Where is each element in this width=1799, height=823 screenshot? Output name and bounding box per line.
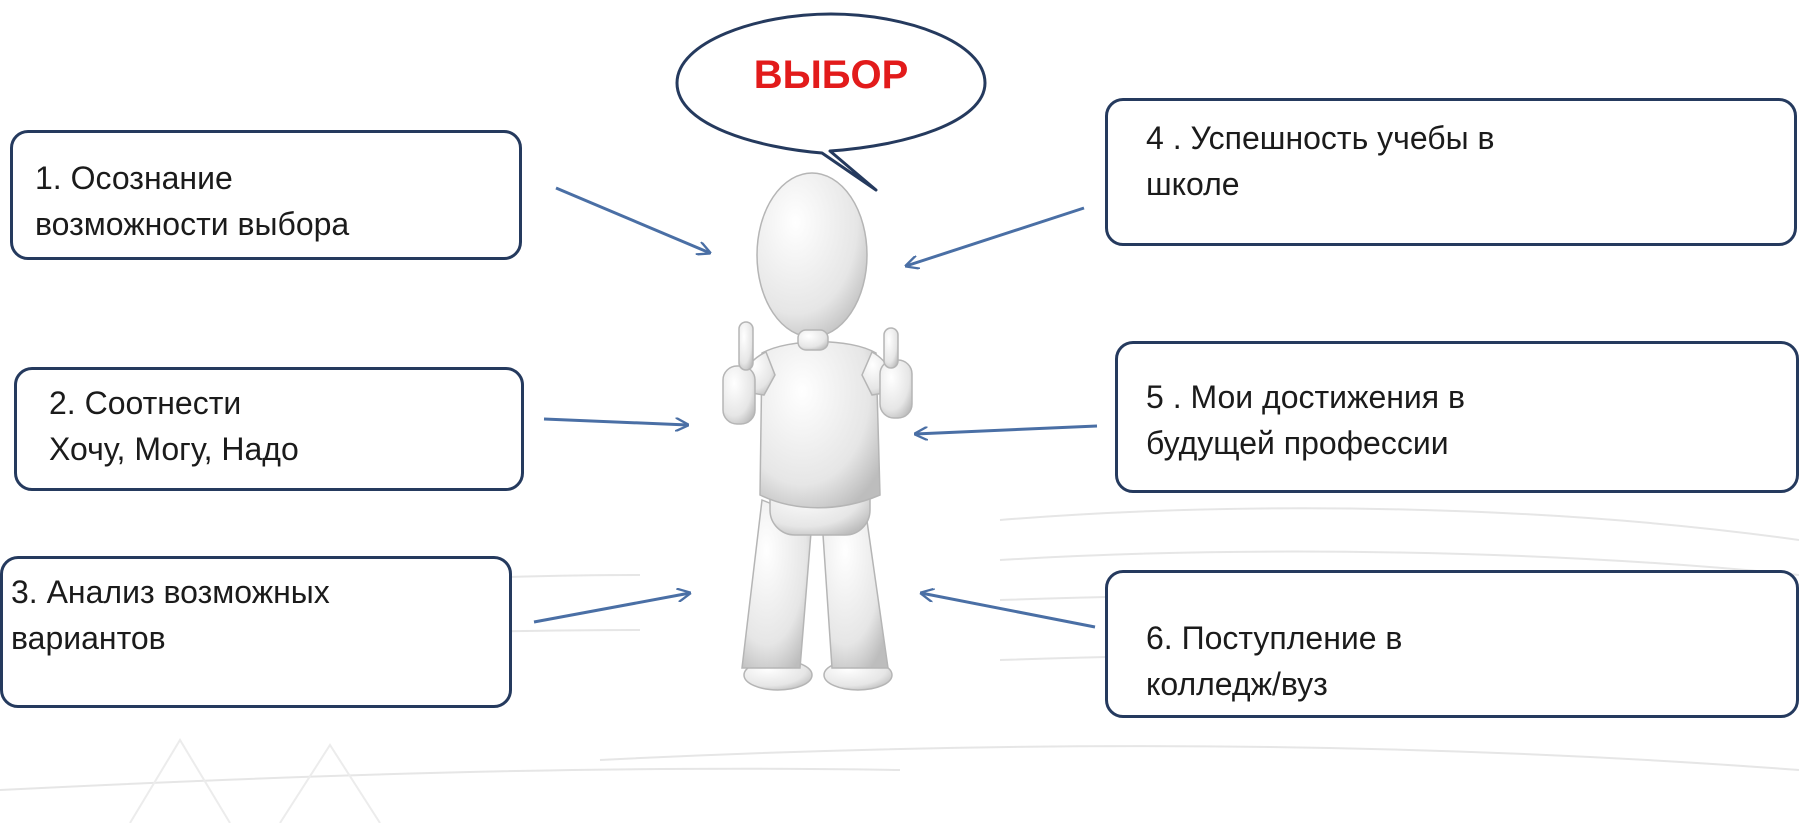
factor-text-3-line-2: вариантов [11, 620, 166, 656]
choice-title: ВЫБОР [753, 53, 909, 97]
speech-bubble [675, 12, 987, 192]
arrow-3 [533, 593, 690, 624]
factor-box-4: 4 . Успешность учебы в школе [1105, 98, 1797, 246]
arrow-2 [543, 419, 688, 425]
arrow-5 [915, 424, 1098, 434]
factor-text-6-line-1: 6. Поступление в [1146, 620, 1403, 656]
factor-text-4-line-2: школе [1146, 166, 1240, 202]
thumbs-up-person-figure [722, 172, 913, 691]
factor-box-3: 3. Анализ возможных вариантов [0, 556, 512, 708]
factor-text-2-line-2: Хочу, Могу, Надо [49, 431, 299, 467]
factor-box-2: 2. Соотнести Хочу, Могу, Надо [14, 367, 524, 491]
arrow-4 [906, 206, 1085, 266]
factor-box-1: 1. Осознание возможности выбора [10, 130, 522, 260]
factor-text-3-line-1: 3. Анализ возможных [11, 574, 330, 610]
factor-box-5: 5 . Мои достижения в будущей профессии [1115, 341, 1799, 493]
factor-text-5-line-1: 5 . Мои достижения в [1146, 379, 1466, 415]
factor-text-5-line-2: будущей профессии [1146, 425, 1449, 461]
factor-box-6: 6. Поступление в колледж/вуз [1105, 570, 1799, 718]
arrows [533, 186, 1098, 629]
factor-text-1-line-1: 1. Осознание [35, 160, 233, 196]
factor-text-2-line-1: 2. Соотнести [49, 385, 242, 421]
factor-text-1-line-2: возможности выбора [35, 206, 350, 242]
factor-text-6-line-2: колледж/вуз [1146, 666, 1328, 702]
arrow-1 [555, 186, 710, 253]
arrow-6 [921, 593, 1096, 629]
factor-text-4-line-1: 4 . Успешность учебы в [1146, 120, 1495, 156]
